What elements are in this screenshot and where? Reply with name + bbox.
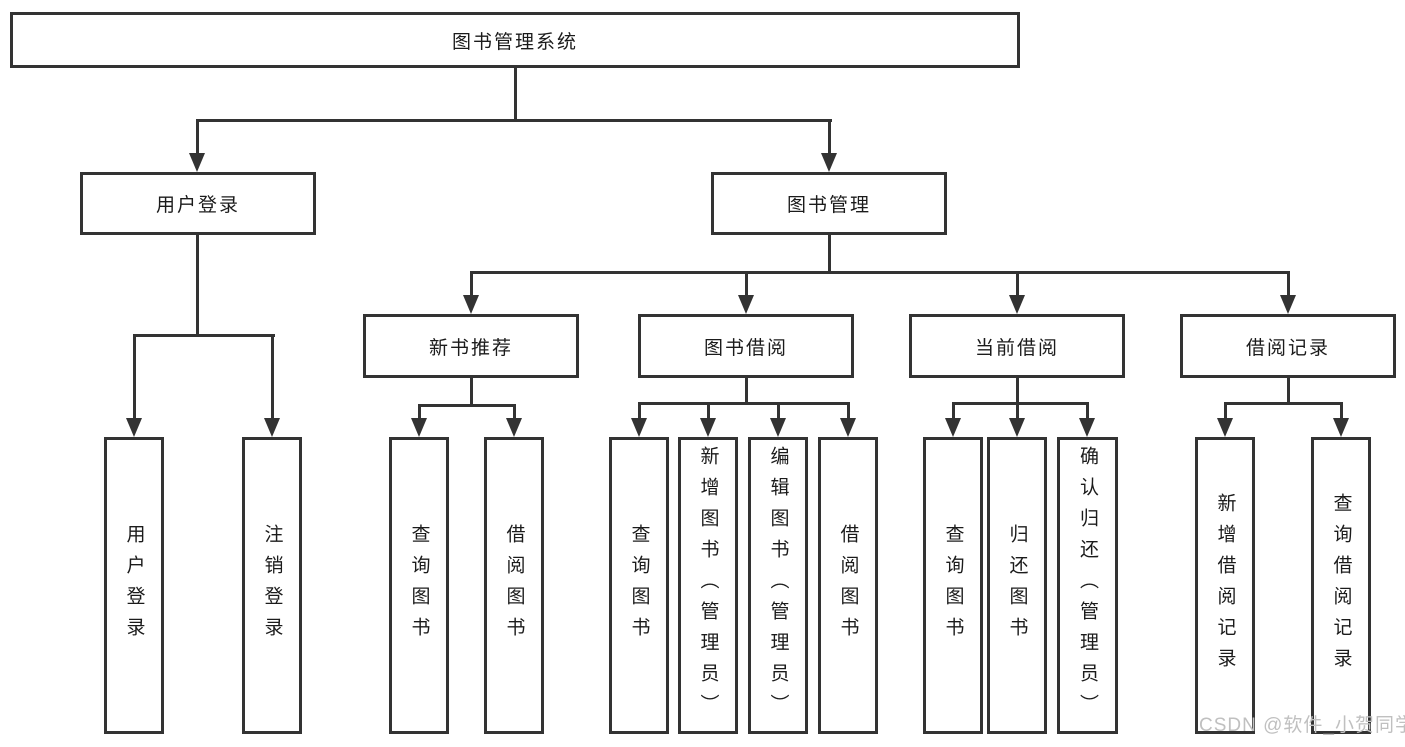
node-current-borrowing-label: 当前借阅	[974, 337, 1059, 359]
leaf-return-books: 归还图书	[987, 437, 1047, 734]
connector-root-bar	[196, 119, 832, 122]
leaf-confirm-return-admin: 确认归还（管理员）	[1057, 437, 1118, 734]
connector-stub-user-login	[196, 119, 199, 156]
leaf-logout: 注销登录	[242, 437, 302, 734]
arrow-down-icon-leaf-logout	[264, 418, 280, 437]
connector-current-borrowing-bar	[952, 402, 1088, 405]
arrow-down-icon-borrow-add	[700, 418, 716, 437]
leaf-add-borrow-record-label: 新增借阅记录	[1214, 492, 1236, 679]
connector-book-borrowing-trunk	[745, 378, 748, 405]
connector-stub-book-management	[828, 119, 831, 156]
leaf-rec-query-books: 查询图书	[389, 437, 449, 734]
leaf-query-borrow-record: 查询借阅记录	[1311, 437, 1371, 734]
connector-stub-leaf-user-login	[133, 334, 136, 422]
arrow-down-icon-borrow-query	[631, 418, 647, 437]
node-user-login: 用户登录	[80, 172, 316, 235]
arrow-down-icon-user-login	[189, 153, 205, 172]
leaf-user-login-label: 用户登录	[123, 523, 145, 648]
leaf-rec-borrow-books: 借阅图书	[484, 437, 544, 734]
leaf-edit-book-admin-label: 编辑图书（管理员）	[767, 446, 789, 725]
leaf-rec-query-books-label: 查询图书	[408, 523, 430, 648]
connector-book-management-bar	[470, 271, 1290, 274]
arrow-down-icon-cur-confirm	[1079, 418, 1095, 437]
node-user-login-label: 用户登录	[155, 195, 240, 216]
arrow-down-icon-cur-return	[1009, 418, 1025, 437]
node-library-system: 图书管理系统	[10, 12, 1020, 68]
connector-stub-new-book	[470, 271, 473, 298]
connector-stub-cur-query	[952, 402, 955, 421]
leaf-edit-book-admin: 编辑图书（管理员）	[748, 437, 808, 734]
arrow-down-icon-record-add	[1217, 418, 1233, 437]
node-book-borrowing-label: 图书借阅	[703, 337, 788, 359]
arrow-down-icon-record-query	[1333, 418, 1349, 437]
arrow-down-icon-rec-query	[411, 418, 427, 437]
arrow-down-icon-borrowing-records	[1280, 295, 1296, 314]
connector-stub-leaf-logout	[271, 334, 274, 422]
connector-stub-book-borrowing	[745, 271, 748, 298]
connector-user-login-trunk	[196, 235, 199, 337]
node-borrowing-records: 借阅记录	[1180, 314, 1396, 378]
leaf-borrow-query-books-label: 查询图书	[628, 523, 650, 648]
leaf-add-borrow-record: 新增借阅记录	[1195, 437, 1255, 734]
arrow-down-icon-borrow-borrow	[840, 418, 856, 437]
node-book-management-label: 图书管理	[786, 195, 871, 216]
connector-user-login-bar	[133, 334, 275, 337]
node-new-book-recommendation-label: 新书推荐	[428, 337, 513, 359]
leaf-cur-query-books: 查询图书	[923, 437, 983, 734]
connector-stub-rec-borrow	[513, 404, 516, 421]
connector-stub-cur-confirm	[1086, 402, 1089, 421]
connector-stub-borrow-add	[707, 402, 710, 421]
leaf-borrow-query-books: 查询图书	[609, 437, 669, 734]
leaf-borrow-borrow-books-label: 借阅图书	[837, 523, 859, 648]
arrow-down-icon-borrow-edit	[770, 418, 786, 437]
connector-root-trunk	[514, 68, 517, 121]
connector-book-management-trunk	[828, 235, 831, 274]
connector-new-book-trunk	[470, 378, 473, 407]
leaf-cur-query-books-label: 查询图书	[942, 523, 964, 648]
leaf-add-book-admin-label: 新增图书（管理员）	[697, 446, 719, 725]
connector-new-book-bar	[418, 404, 516, 407]
arrow-down-icon-book-borrowing	[738, 295, 754, 314]
leaf-add-book-admin: 新增图书（管理员）	[678, 437, 738, 734]
node-book-borrowing: 图书借阅	[638, 314, 854, 378]
arrow-down-icon-rec-borrow	[506, 418, 522, 437]
connector-stub-borrow-edit	[777, 402, 780, 421]
connector-stub-borrow-borrow	[847, 402, 850, 421]
leaf-logout-label: 注销登录	[261, 523, 283, 648]
connector-stub-record-query	[1340, 402, 1343, 421]
arrow-down-icon-cur-query	[945, 418, 961, 437]
node-borrowing-records-label: 借阅记录	[1245, 337, 1330, 359]
watermark: CSDN @软件_小贺同学	[1199, 715, 1405, 736]
leaf-user-login: 用户登录	[104, 437, 164, 734]
leaf-rec-borrow-books-label: 借阅图书	[503, 523, 525, 648]
arrow-down-icon-new-book	[463, 295, 479, 314]
arrow-down-icon-leaf-user-login	[126, 418, 142, 437]
connector-borrowing-records-bar	[1224, 402, 1343, 405]
connector-stub-borrowing-records	[1287, 271, 1290, 298]
arrow-down-icon-book-management	[821, 153, 837, 172]
connector-stub-cur-return	[1016, 402, 1019, 421]
connector-stub-record-add	[1224, 402, 1227, 421]
node-book-management: 图书管理	[711, 172, 947, 235]
leaf-borrow-borrow-books: 借阅图书	[818, 437, 878, 734]
leaf-confirm-return-admin-label: 确认归还（管理员）	[1077, 446, 1098, 725]
connector-borrowing-records-trunk	[1287, 378, 1290, 405]
connector-current-borrowing-trunk	[1016, 378, 1019, 405]
node-new-book-recommendation: 新书推荐	[363, 314, 579, 378]
connector-book-borrowing-bar	[638, 402, 849, 405]
connector-stub-borrow-query	[638, 402, 641, 421]
connector-stub-rec-query	[418, 404, 421, 421]
arrow-down-icon-current-borrowing	[1009, 295, 1025, 314]
node-current-borrowing: 当前借阅	[909, 314, 1125, 378]
leaf-query-borrow-record-label: 查询借阅记录	[1330, 492, 1352, 679]
connector-stub-current-borrowing	[1016, 271, 1019, 298]
leaf-return-books-label: 归还图书	[1006, 523, 1028, 648]
node-library-system-label: 图书管理系统	[451, 31, 578, 53]
